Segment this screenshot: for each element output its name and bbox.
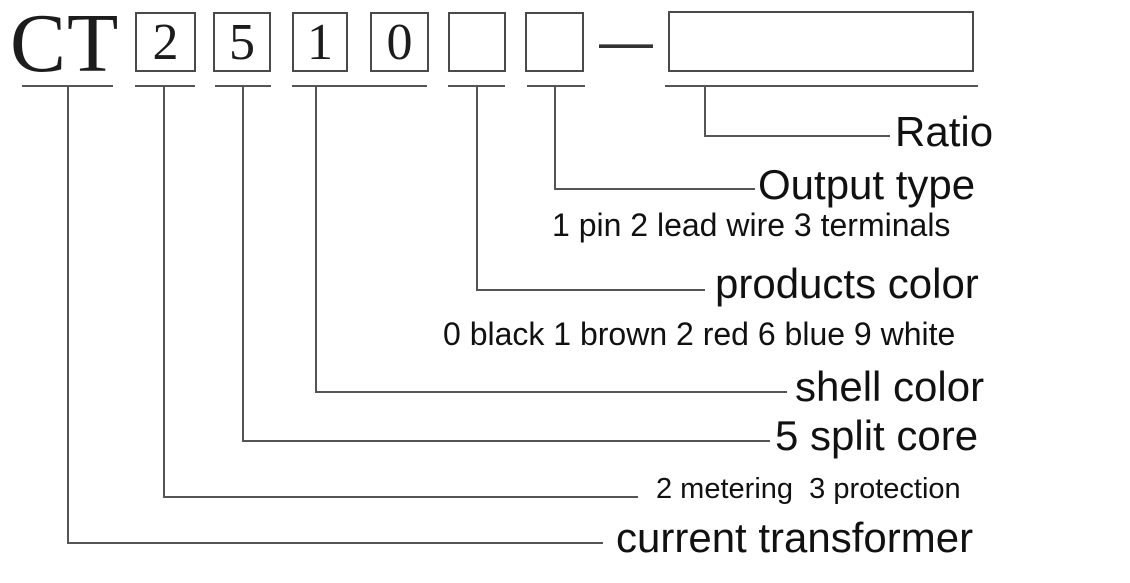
connector-split-core-line (242, 86, 770, 442)
code-box-core: 5 (213, 12, 271, 72)
code-box-blank-2 (525, 12, 584, 72)
code-box-blank-1 (448, 12, 506, 72)
code-box-function: 2 (135, 12, 196, 72)
code-box-product-color: 0 (370, 12, 429, 72)
connector-products-color-line (476, 86, 705, 291)
function-options-label: 2 metering 3 protection (656, 473, 961, 505)
products-color-options: 0 black 1 brown 2 red 6 blue 9 white (443, 316, 956, 352)
products-color-label: products color (715, 260, 979, 307)
split-core-label: 5 split core (775, 412, 979, 459)
connector-output-type-line (554, 86, 755, 190)
output-type-options: 1 pin 2 lead wire 3 terminals (552, 207, 951, 243)
ratio-box (668, 11, 974, 72)
code-box-shell-color: 1 (292, 12, 348, 72)
connector-shell-color-line (315, 86, 787, 393)
connector-ratio-line (704, 86, 890, 137)
shell-color-label: shell color (795, 363, 985, 410)
device-name-label: current transformer (616, 514, 974, 561)
output-type-label: Output type (758, 161, 976, 208)
separator-dash: — (599, 12, 653, 72)
connector-device-line (67, 86, 603, 544)
ratio-label: Ratio (895, 108, 994, 155)
model-prefix: CT (10, 0, 120, 90)
connector-function-line (163, 86, 638, 498)
